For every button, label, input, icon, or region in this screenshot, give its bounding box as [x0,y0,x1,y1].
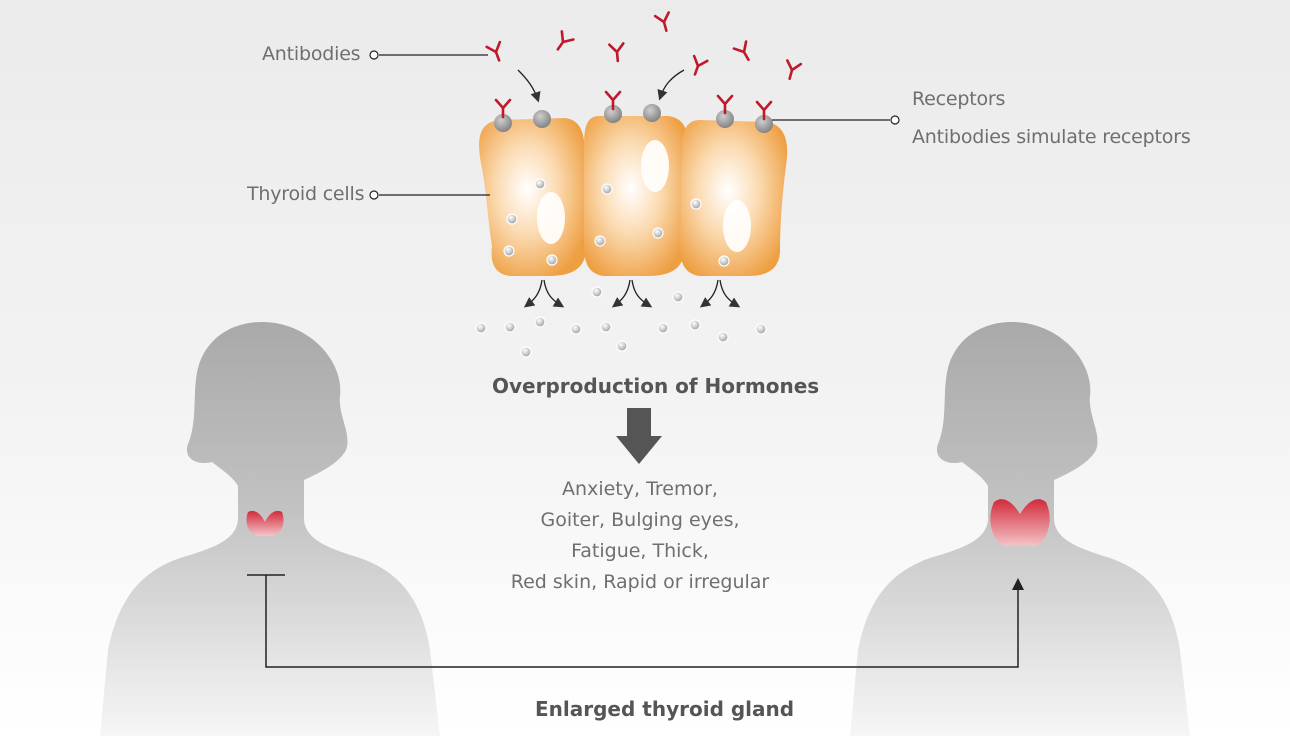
hormone-dots-inside [503,178,730,267]
thyroid-cell-2 [584,116,689,276]
overproduction-title: Overproduction of Hormones [492,374,820,398]
thyroid-cell-3 [680,120,788,276]
released-hormone-dots [475,286,767,358]
symptoms-list: Anxiety, Tremor, Goiter, Bulging eyes, F… [470,474,810,598]
thyroid-cell-1 [479,118,586,276]
symptom-line: Anxiety, Tremor, [562,478,718,500]
label-thyroid-cells: Thyroid cells [247,183,365,205]
free-antibodies [485,11,803,82]
cell-nucleus [537,192,565,244]
symptom-line: Red skin, Rapid or irregular [510,571,770,593]
bottom-caption: Enlarged thyroid gland [535,697,795,721]
cell-nucleus [723,200,751,252]
thyroid-gland-normal [246,510,284,536]
symptom-line: Fatigue, Thick, [571,540,709,562]
label-receptors: Receptors [912,88,1006,110]
receptors [494,104,773,133]
label-antibodies: Antibodies [262,43,361,65]
feedback-line [247,574,1019,668]
antibody-arrow-right [657,69,685,101]
label-antibodies-simulate: Antibodies simulate receptors [912,126,1191,148]
feedback-arrowhead [1012,578,1024,590]
cell-nucleus [641,140,669,192]
down-arrow [616,408,662,464]
thyroid-gland-enlarged [990,499,1050,546]
antibody-arrow-left [517,69,541,103]
symptom-line: Goiter, Bulging eyes, [540,509,740,531]
release-arrows [523,279,741,308]
label-leader-lines [369,50,900,200]
